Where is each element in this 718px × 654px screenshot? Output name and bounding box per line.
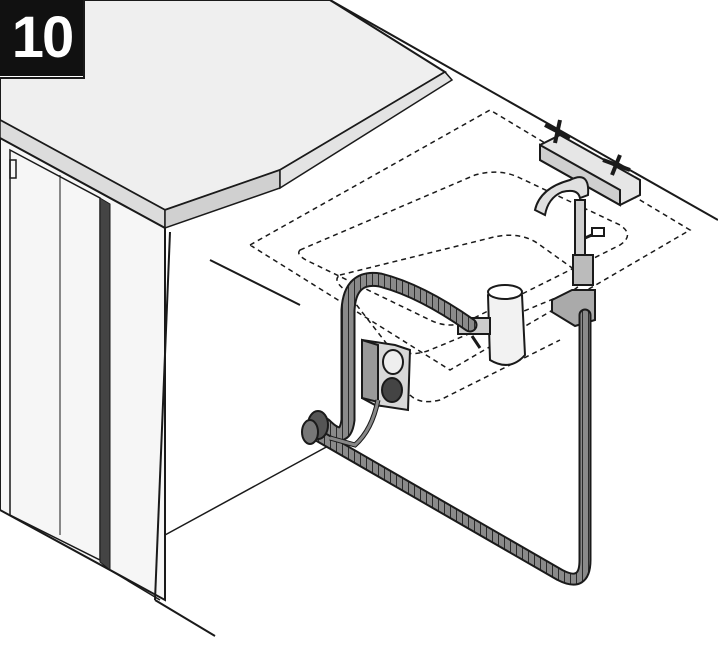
tap-handle-left-icon[interactable] xyxy=(544,119,571,144)
inlet-hose xyxy=(305,308,592,586)
counter-top xyxy=(0,0,718,230)
mixer-tap-icon xyxy=(533,119,641,261)
drain-hose xyxy=(317,271,478,442)
tap-handle-right-icon[interactable] xyxy=(602,154,631,176)
power-socket-icon xyxy=(361,338,412,412)
hose-ends xyxy=(301,410,329,445)
step-number-badge: 10 xyxy=(0,0,84,76)
power-cable xyxy=(329,399,381,448)
floor-line xyxy=(164,259,331,536)
dishwasher-body xyxy=(0,136,216,637)
stop-valve-icon[interactable] xyxy=(584,227,605,240)
